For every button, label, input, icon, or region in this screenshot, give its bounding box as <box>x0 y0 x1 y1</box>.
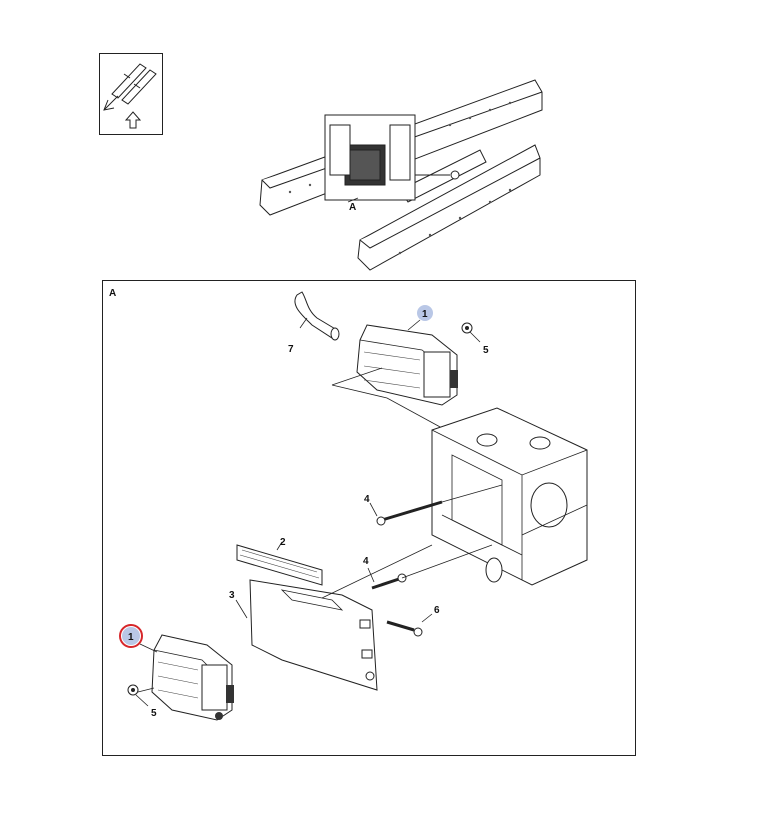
callout-4-lower: 4 <box>363 556 369 567</box>
overview-view-label: A <box>349 202 356 213</box>
detail-view-frame <box>102 280 636 756</box>
part-6-bolt <box>386 620 423 637</box>
callout-1-bottom-highlight <box>122 627 140 645</box>
part-4-bolt-lower <box>371 573 407 590</box>
callout-1-bottom-selection-ring[interactable] <box>119 624 143 648</box>
callout-2: 2 <box>280 537 286 548</box>
exploded-parts-diagram: A 7 1 5 4 <box>109 288 588 721</box>
truck-frame-overview: A <box>259 79 543 271</box>
part-2-rail <box>236 544 323 586</box>
callout-6: 6 <box>434 605 440 616</box>
callout-5-top: 5 <box>483 345 489 356</box>
detail-view-label: A <box>109 288 116 299</box>
orientation-arrow-icon <box>103 63 157 129</box>
part-5-nut-bottom <box>127 684 139 696</box>
callout-3: 3 <box>229 590 235 601</box>
orientation-box <box>99 53 163 135</box>
part-1-module-top <box>356 324 458 406</box>
part-5-nut-top <box>461 322 473 334</box>
mounting-bracket <box>431 407 588 586</box>
callout-5-bottom: 5 <box>151 708 157 719</box>
part-1-module-bottom <box>151 634 234 721</box>
callout-1-top-highlight <box>417 305 433 321</box>
callout-1-bottom: 1 <box>128 632 134 643</box>
callout-4-upper: 4 <box>364 494 370 505</box>
callout-1-top: 1 <box>422 309 428 320</box>
part-3-mounting-plate <box>249 579 378 691</box>
part-7-hose <box>294 291 340 341</box>
part-4-bolt-upper <box>376 500 443 526</box>
callout-7: 7 <box>288 344 294 355</box>
